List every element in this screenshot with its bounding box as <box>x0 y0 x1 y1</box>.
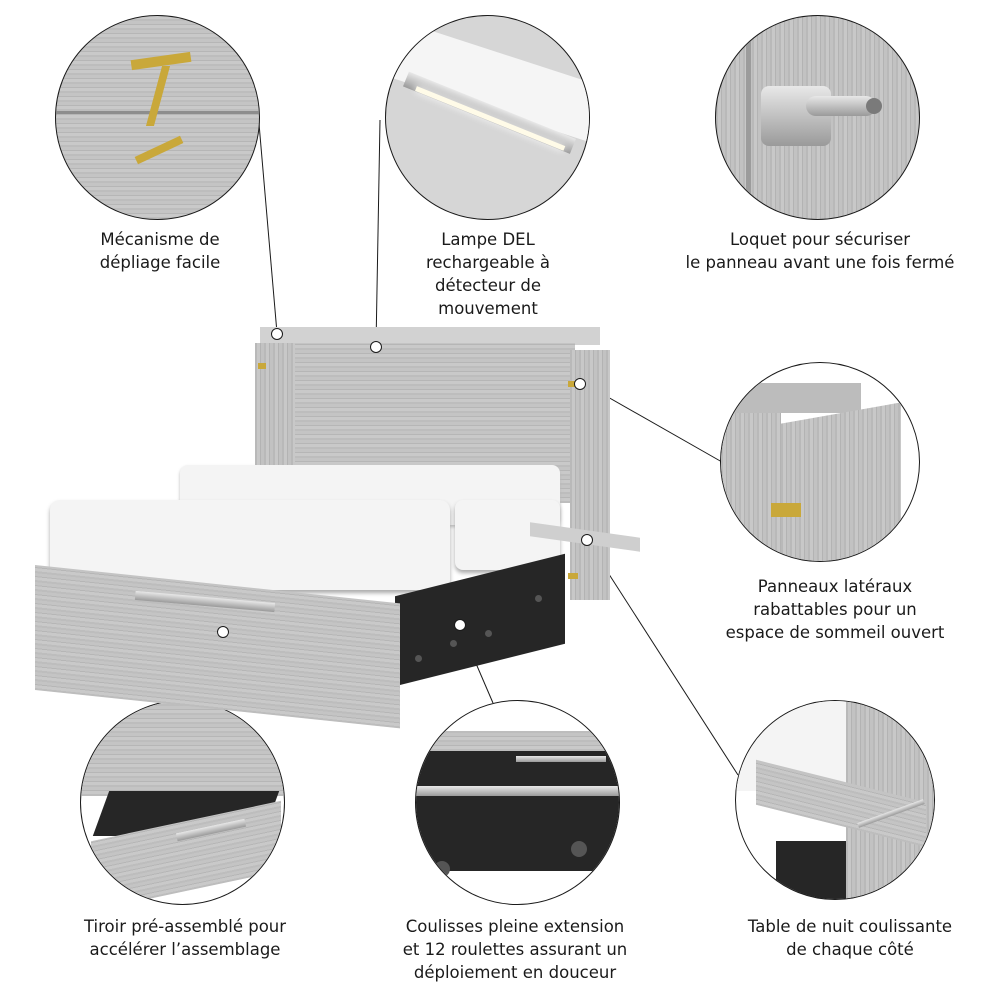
marker-drawer <box>217 626 229 638</box>
slides-casters-detail-image <box>415 700 620 905</box>
marker-nightstand <box>581 534 593 546</box>
cabinet-bed-product-image <box>30 325 640 729</box>
drawer-detail-image <box>80 700 285 905</box>
feature-label-latch: Loquet pour sécuriser le panneau avant u… <box>685 230 955 272</box>
marker-side-panels <box>574 378 586 390</box>
feature-label-drawer: Tiroir pré-assemblé pour accélérer l’ass… <box>83 917 287 959</box>
feature-label-slides-casters: Coulisses pleine extension et 12 roulett… <box>402 917 628 982</box>
latch-detail-image <box>715 15 920 220</box>
nightstand-detail-image <box>735 700 935 900</box>
marker-folding-mechanism <box>271 328 283 340</box>
marker-slides-casters <box>454 619 466 631</box>
feature-label-side-panels: Panneaux latéraux rabattables pour un es… <box>725 577 945 642</box>
marker-led-lamp <box>370 341 382 353</box>
feature-label-folding-mechanism: Mécanisme de dépliage facile <box>99 230 221 272</box>
feature-label-nightstand: Table de nuit coulissante de chaque côté <box>747 917 953 959</box>
led-lamp-detail-image <box>385 15 590 220</box>
folding-mechanism-detail-image <box>55 15 260 220</box>
side-panels-detail-image <box>720 362 920 562</box>
feature-label-led-lamp: Lampe DEL rechargeable à détecteur de mo… <box>425 230 550 318</box>
